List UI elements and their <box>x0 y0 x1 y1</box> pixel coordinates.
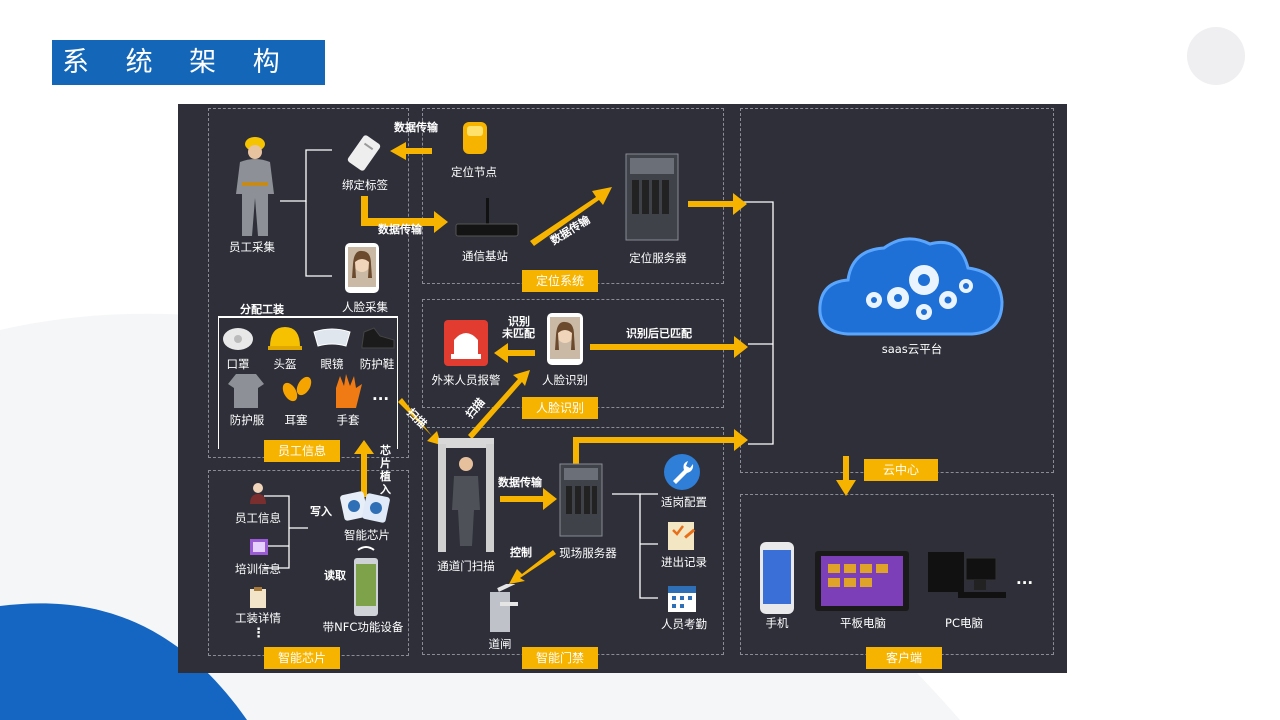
tablet-label: 平板电脑 <box>840 616 886 630</box>
tag-positioning-system: 定位系统 <box>522 270 598 292</box>
cloud-platform-icon <box>818 237 1004 336</box>
arrow-label-implant: 芯片植入 <box>380 444 391 496</box>
chip-list-more: ⋮ <box>252 626 265 641</box>
read-label: 读取 <box>324 569 346 582</box>
rfid-tag-icon <box>347 135 381 171</box>
cloud-label: saas云平台 <box>881 342 943 356</box>
inout-label: 进出记录 <box>661 555 707 569</box>
devices-more: ... <box>1016 570 1034 588</box>
connector-arrows <box>264 142 856 599</box>
node-label: 定位节点 <box>451 165 497 179</box>
mask-label: 口罩 <box>226 357 250 371</box>
arrow-label-data-1: 数据传输 <box>394 121 438 134</box>
nfc-phone-icon <box>354 546 378 616</box>
alarm-label: 外来人员报警 <box>431 373 501 387</box>
phone-label: 手机 <box>765 616 789 630</box>
calendar-icon <box>668 586 696 612</box>
tag-face-recognition: 人脸识别 <box>522 397 598 419</box>
helmet-icon <box>268 327 302 350</box>
wrench-config-icon <box>664 454 700 490</box>
page-title: 系 统 架 构 图 <box>52 40 325 123</box>
arrow-label-unmatched-b: 未匹配 <box>502 327 535 340</box>
face-recognition-icon <box>547 313 583 365</box>
shoes-icon <box>361 327 395 349</box>
tag-employee-info: 员工信息 <box>264 440 340 462</box>
equipment-bracket <box>218 316 398 449</box>
worker-label: 员工采集 <box>229 240 275 254</box>
employee-info-icon <box>250 483 266 504</box>
tag-cloud-center: 云中心 <box>864 459 938 481</box>
face-photo-icon <box>345 243 379 293</box>
base-station-icon <box>455 198 519 237</box>
tag-label: 绑定标签 <box>342 178 388 192</box>
mask-icon <box>223 328 253 350</box>
tag-smart-chip: 智能芯片 <box>264 647 340 669</box>
security-gate-icon <box>438 438 494 552</box>
workwear-label: 工装详情 <box>235 611 281 625</box>
turnstile-label: 道闸 <box>488 637 512 651</box>
clothes-icon <box>228 374 264 408</box>
training-icon <box>250 539 268 555</box>
checklist-icon <box>668 522 696 550</box>
facerec-label: 人脸识别 <box>542 373 588 387</box>
earplug-icon <box>282 376 312 402</box>
base-label: 通信基站 <box>462 249 508 263</box>
smartphone-icon <box>760 542 794 614</box>
location-server-icon <box>625 153 679 241</box>
gloves-icon <box>336 374 362 408</box>
tag-client: 客户端 <box>866 647 942 669</box>
attendance-label: 人员考勤 <box>661 617 707 631</box>
smart-chip-icon <box>340 491 390 523</box>
shoes-label: 防护鞋 <box>359 357 395 371</box>
architecture-diagram: 员工采集 绑定标签 定位节点 通信基站 定位服务器 人脸采集 分配工装 口罩 头… <box>178 104 1067 673</box>
nfc-label: 带NFC功能设备 <box>322 620 404 634</box>
config-label: 适岗配置 <box>661 495 707 509</box>
pc-label: PC电脑 <box>945 616 983 630</box>
worker-figure-icon <box>236 137 274 236</box>
locserver-label: 定位服务器 <box>629 251 687 265</box>
tablet-icon <box>815 551 909 611</box>
turnstile-icon <box>490 584 518 632</box>
alarm-icon <box>444 320 488 366</box>
arrow-label-unmatched-a: 识别 <box>508 315 530 328</box>
training-label: 培训信息 <box>235 562 281 576</box>
equipment-more: ... <box>372 386 390 404</box>
gatescan-label: 通道门扫描 <box>437 559 495 573</box>
arrow-label-data-2: 数据传输 <box>378 223 422 236</box>
glasses-icon <box>313 328 351 347</box>
tag-smart-gate: 智能门禁 <box>522 647 598 669</box>
clothes-label: 防护服 <box>229 413 265 427</box>
arrow-label-data-4: 数据传输 <box>498 476 542 489</box>
earplug-label: 耳塞 <box>284 413 308 427</box>
facecollect-label: 人脸采集 <box>342 300 388 314</box>
empinfo-label: 员工信息 <box>235 511 281 525</box>
workwear-icon <box>250 587 266 608</box>
helmet-label: 头盔 <box>273 357 297 371</box>
write-label: 写入 <box>310 505 332 518</box>
location-node-icon <box>463 122 487 154</box>
glasses-label: 眼镜 <box>320 357 344 371</box>
site-server-icon <box>559 463 603 537</box>
pc-icon <box>928 552 1006 598</box>
assign-label: 分配工装 <box>240 303 284 316</box>
gloves-label: 手套 <box>336 413 360 427</box>
chip-label: 智能芯片 <box>344 528 390 542</box>
sitesrv-label: 现场服务器 <box>559 546 617 560</box>
arrow-label-matched: 识别后已匹配 <box>626 327 692 340</box>
arrow-label-control: 控制 <box>510 546 532 559</box>
